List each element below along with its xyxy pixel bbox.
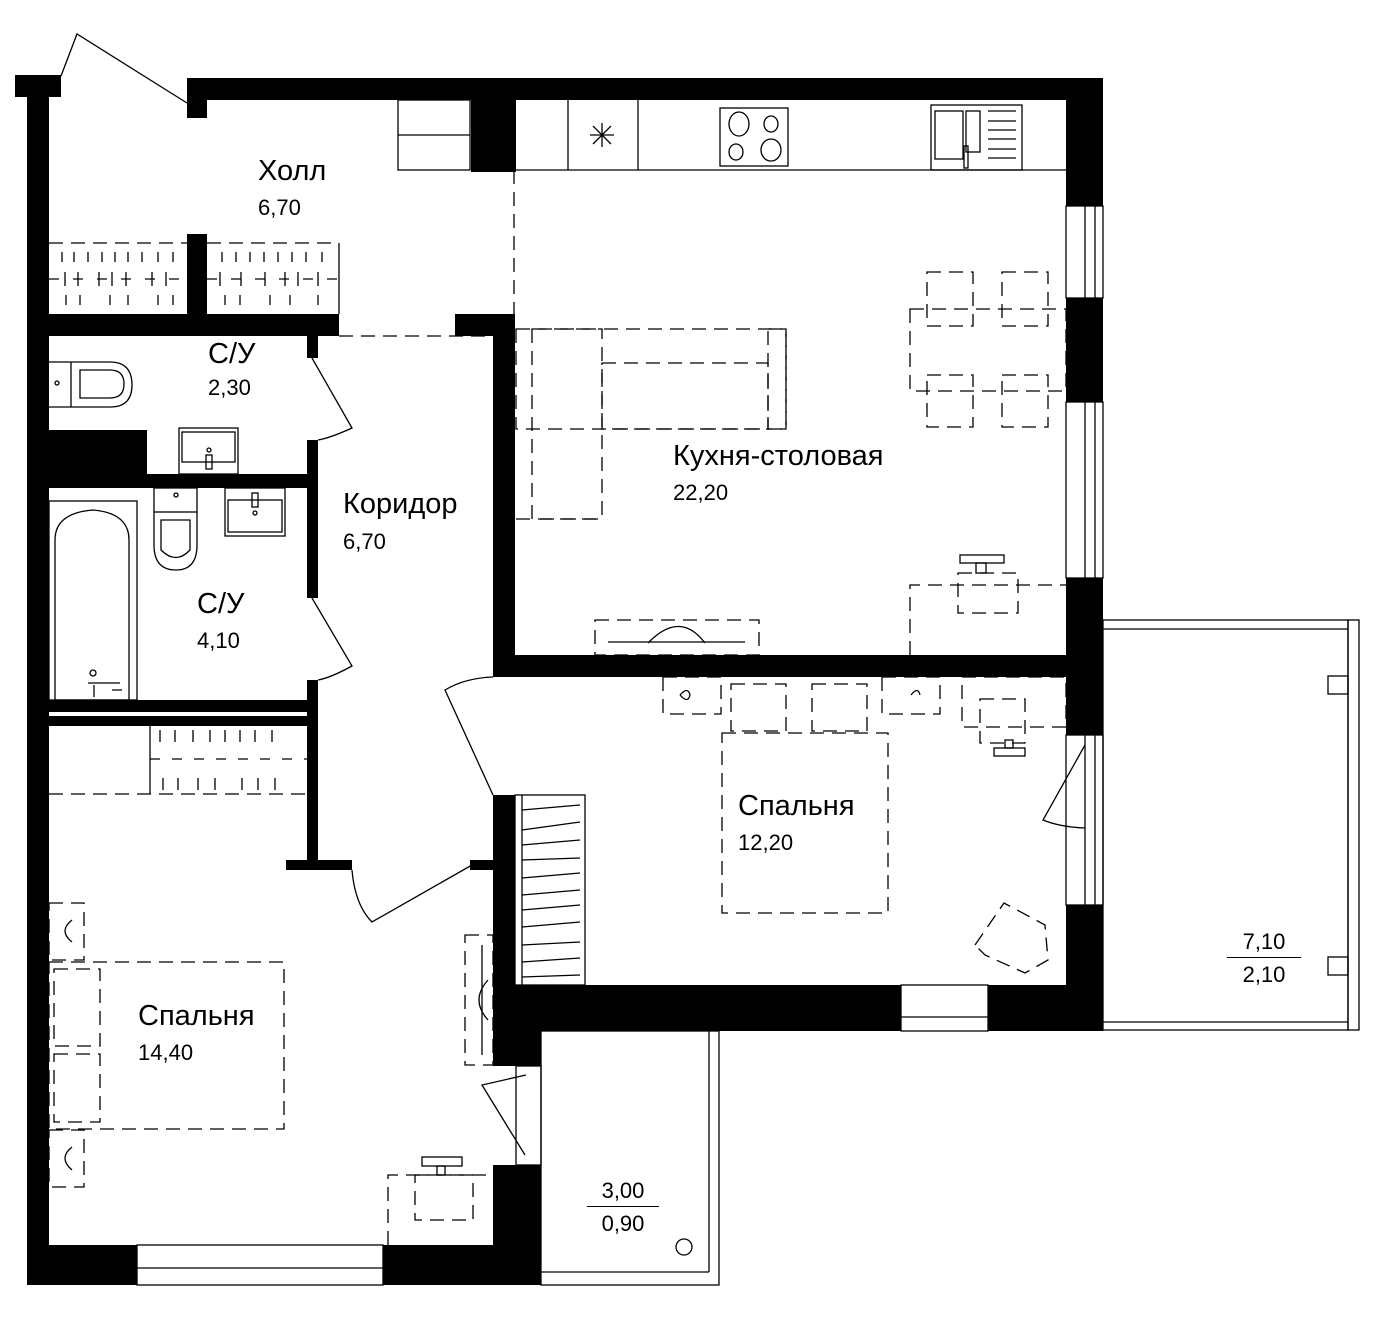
bedroom-east-wardrobe: [514, 794, 586, 986]
balcony-east: [1102, 619, 1360, 1031]
kitchen-counter: [516, 100, 1066, 171]
balcony-south: [540, 1030, 720, 1286]
room-name-kitchen-dining: Кухня-столовая: [673, 440, 884, 472]
room-name-bathroom-large: С/У: [197, 588, 245, 620]
balcony-south-area-reduced: 0,90: [601, 1211, 645, 1236]
balcony-south-area-total: 3,00: [587, 1180, 659, 1207]
balcony-east-area-reduced: 2,10: [1242, 962, 1286, 987]
tv-stand: [594, 619, 760, 656]
cooktop-icon: [719, 107, 789, 167]
room-name-bedroom-west: Спальня: [138, 1000, 255, 1032]
hall-wardrobes: [49, 242, 340, 314]
bedroom-west-bed: [48, 902, 285, 1188]
room-area-bedroom-east: 12,20: [738, 830, 794, 855]
sofa: [515, 328, 787, 520]
toilet-small-bath: [49, 361, 133, 408]
room-name-hall: Холл: [258, 155, 327, 187]
room-area-bedroom-west: 14,40: [138, 1040, 194, 1065]
balcony-south-area: 3,00 0,90: [587, 1180, 659, 1235]
room-area-bathroom-large: 4,10: [197, 628, 240, 653]
tv-bedroom-west: [464, 934, 494, 1066]
room-area-hall: 6,70: [258, 195, 301, 220]
room-area-corridor: 6,70: [343, 529, 386, 554]
room-area-kitchen-dining: 22,20: [673, 480, 729, 505]
room-area-bathroom-small: 2,30: [208, 375, 251, 400]
balcony-east-area-total: 7,10: [1227, 931, 1301, 958]
sink-large-bath: [224, 487, 286, 537]
bedroom-west-wardrobe: [49, 726, 307, 795]
room-name-bathroom-small: С/У: [208, 338, 256, 370]
armchair: [974, 902, 1049, 974]
windows: [136, 205, 1104, 1286]
sink-icon: [930, 104, 1023, 171]
walls: [15, 75, 1103, 1285]
bathtub: [48, 500, 138, 701]
doors: [60, 33, 1086, 1156]
desk-kitchen: [909, 554, 1066, 655]
room-name-bedroom-east: Спальня: [738, 790, 855, 822]
hall-cabinet: [397, 99, 471, 171]
desk-bedroom-west: [387, 1156, 493, 1245]
bedroom-east-bed: [662, 676, 1067, 914]
fan-icon: [590, 123, 614, 147]
toilet-large-bath: [153, 487, 198, 571]
room-name-corridor: Коридор: [343, 488, 458, 520]
sink-small-bath: [178, 427, 239, 475]
balcony-east-area: 7,10 2,10: [1227, 931, 1301, 986]
dining-table: [909, 271, 1067, 428]
